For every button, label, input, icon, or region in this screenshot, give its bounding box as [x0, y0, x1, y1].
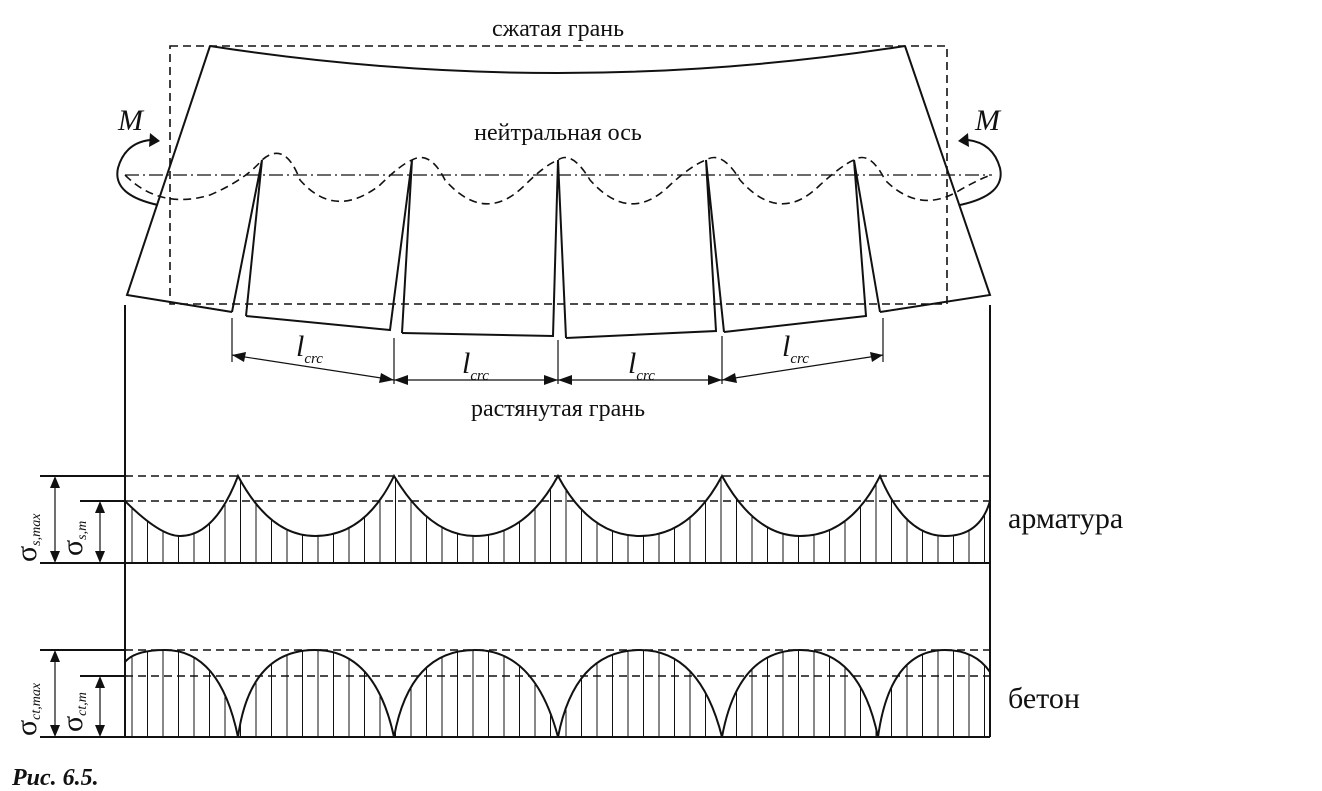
concrete-hatching — [131, 650, 985, 737]
reinforcement-hatching — [131, 477, 985, 563]
dimension-arrow-4 — [721, 354, 884, 381]
concrete-stress-diagram: σct,max σct,m бетон — [10, 648, 1080, 738]
neutral-axis-label: нейтральная ось — [474, 120, 642, 146]
tension-face-label: растянутая грань — [471, 396, 645, 422]
sigma-ct-max-label: σct,max — [10, 682, 44, 736]
tension-face-segment-4 — [723, 159, 881, 333]
crack-spacing-label-2: lcrc — [462, 347, 489, 384]
neutral-axis-wave — [124, 152, 993, 205]
reinforcement-stress-diagram: σs,max σs,m арматура — [10, 473, 1123, 564]
crack-spacing-label-1: lcrc — [296, 330, 323, 367]
sigma-ct-m-label: σct,m — [56, 692, 90, 732]
concrete-stress-curve — [124, 648, 991, 738]
crack-spacing-label-4: lcrc — [782, 330, 809, 367]
tension-face-segment-1 — [245, 159, 413, 334]
concrete-label: бетон — [1008, 682, 1080, 715]
deformed-beam-left-end — [125, 45, 233, 313]
moment-arrow-left — [116, 139, 159, 206]
reinforcement-label: арматура — [1008, 502, 1123, 535]
undeformed-beam-outline — [169, 45, 948, 305]
compressed-face-label: сжатая грань — [492, 16, 624, 42]
moment-label-right: M — [974, 104, 1002, 137]
tension-face-segment-2 — [401, 159, 567, 339]
figure-caption: Рис. 6.5. — [11, 765, 99, 791]
beam-diagram: M M сжатая грань нейтральная ось растяну… — [116, 16, 1002, 737]
moment-arrowhead-left — [149, 133, 160, 147]
reinforcement-stress-curve — [124, 473, 991, 538]
deformed-beam-right-end — [879, 45, 992, 313]
sigma-s-m-label: σs,m — [56, 521, 90, 556]
compressed-face-curve — [209, 45, 906, 74]
moment-arrow-right — [959, 139, 1002, 206]
dimension-arrow-1 — [231, 354, 395, 381]
crack-1 — [231, 159, 263, 317]
tension-face-segment-3 — [565, 159, 725, 339]
crack-spacing-dimensions: lcrc lcrc lcrc lcrc — [231, 318, 884, 385]
moment-label-left: M — [117, 104, 145, 137]
moment-arrowhead-right — [958, 133, 969, 147]
crack-spacing-label-3: lcrc — [628, 347, 655, 384]
sigma-s-max-label: σs,max — [10, 513, 44, 562]
